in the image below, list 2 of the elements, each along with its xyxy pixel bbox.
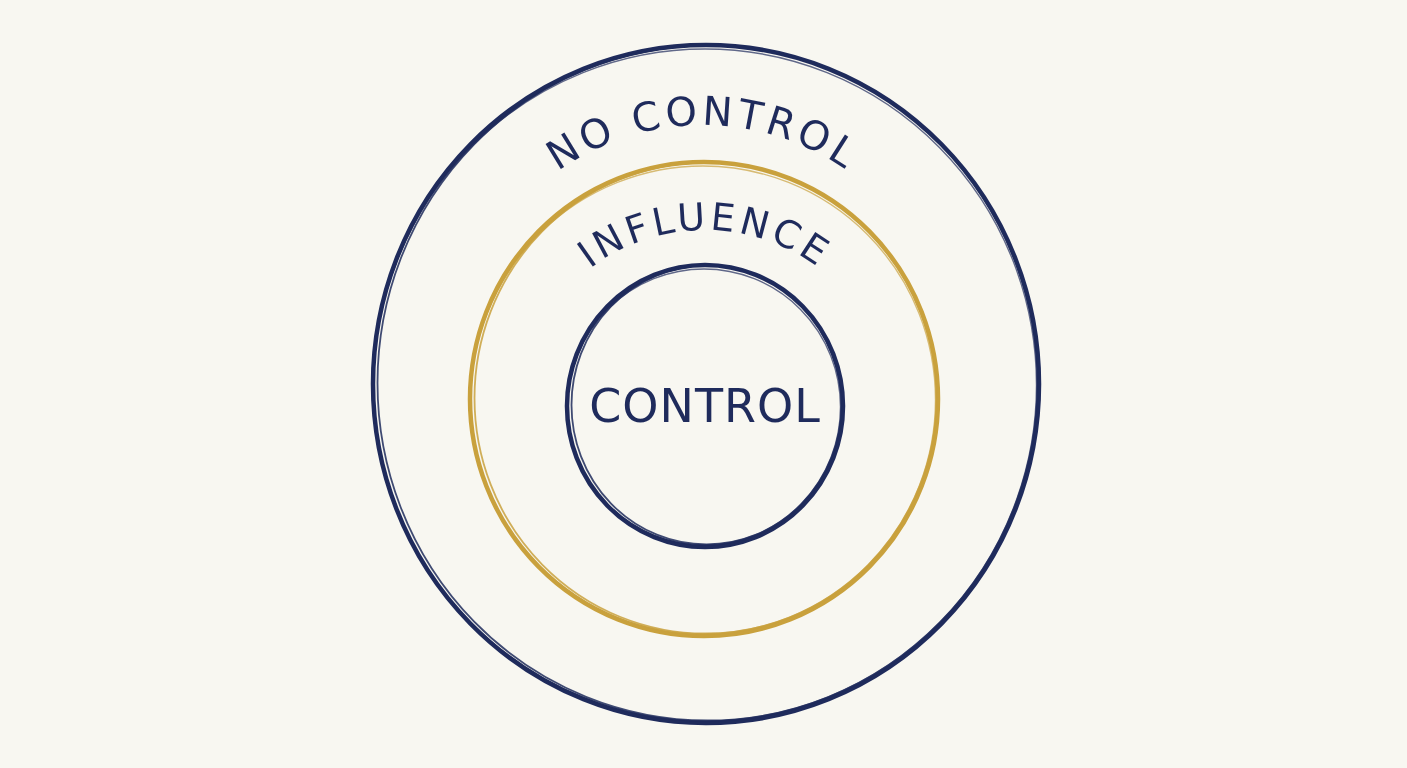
zone-label: CONTROL [589,380,821,432]
outer-ring [370,42,1042,726]
